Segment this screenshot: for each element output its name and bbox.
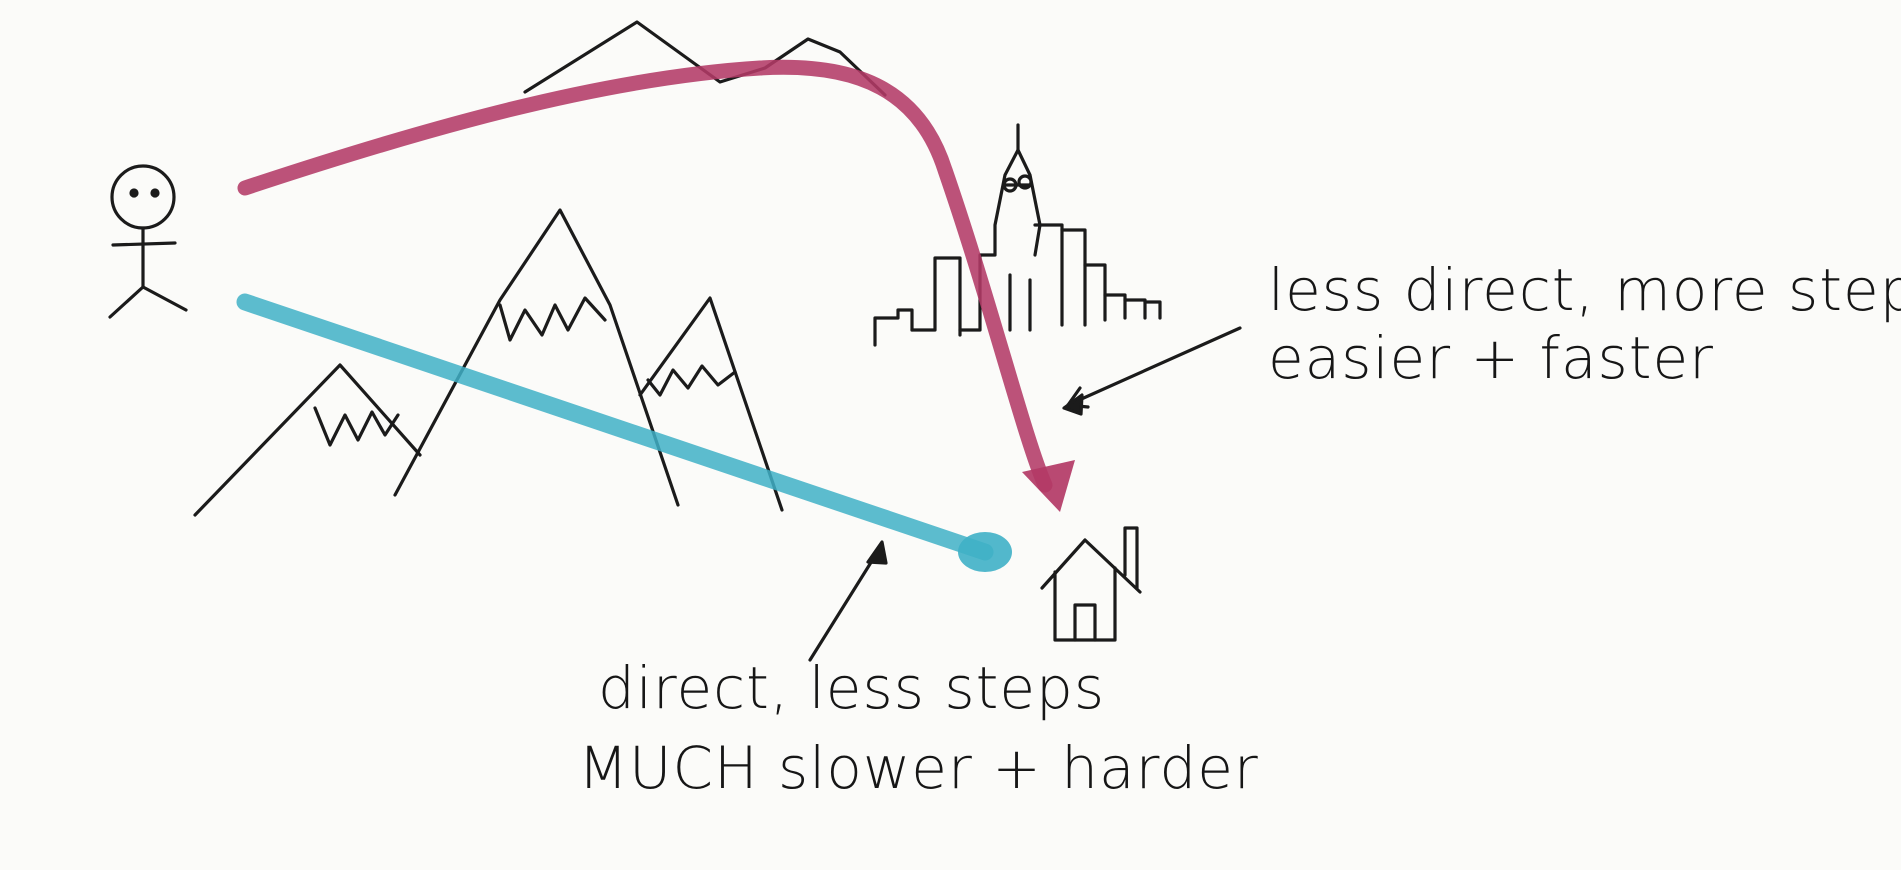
mountain-icon	[523, 20, 887, 97]
mountain-icon	[193, 363, 422, 517]
mountain-icon	[393, 208, 680, 507]
mountain-icon	[638, 296, 784, 512]
house-icon	[1040, 526, 1142, 642]
direct-route-arrow	[236, 293, 1012, 572]
city-skyline-icon	[873, 123, 1162, 347]
direct-annotation-pointer	[808, 540, 888, 662]
scenic-route-label-line2: easier + faster	[1268, 324, 1714, 392]
direct-route-label-line1: direct, less steps	[598, 654, 1105, 722]
direct-route-label-line2: MUCH slower + harder	[578, 734, 1259, 802]
stick-figure-icon	[108, 164, 188, 319]
scenic-route-label-line1: less direct, more steps	[1268, 256, 1901, 324]
scenic-route-arrow	[237, 59, 1075, 512]
scenic-annotation-pointer	[1062, 326, 1242, 416]
